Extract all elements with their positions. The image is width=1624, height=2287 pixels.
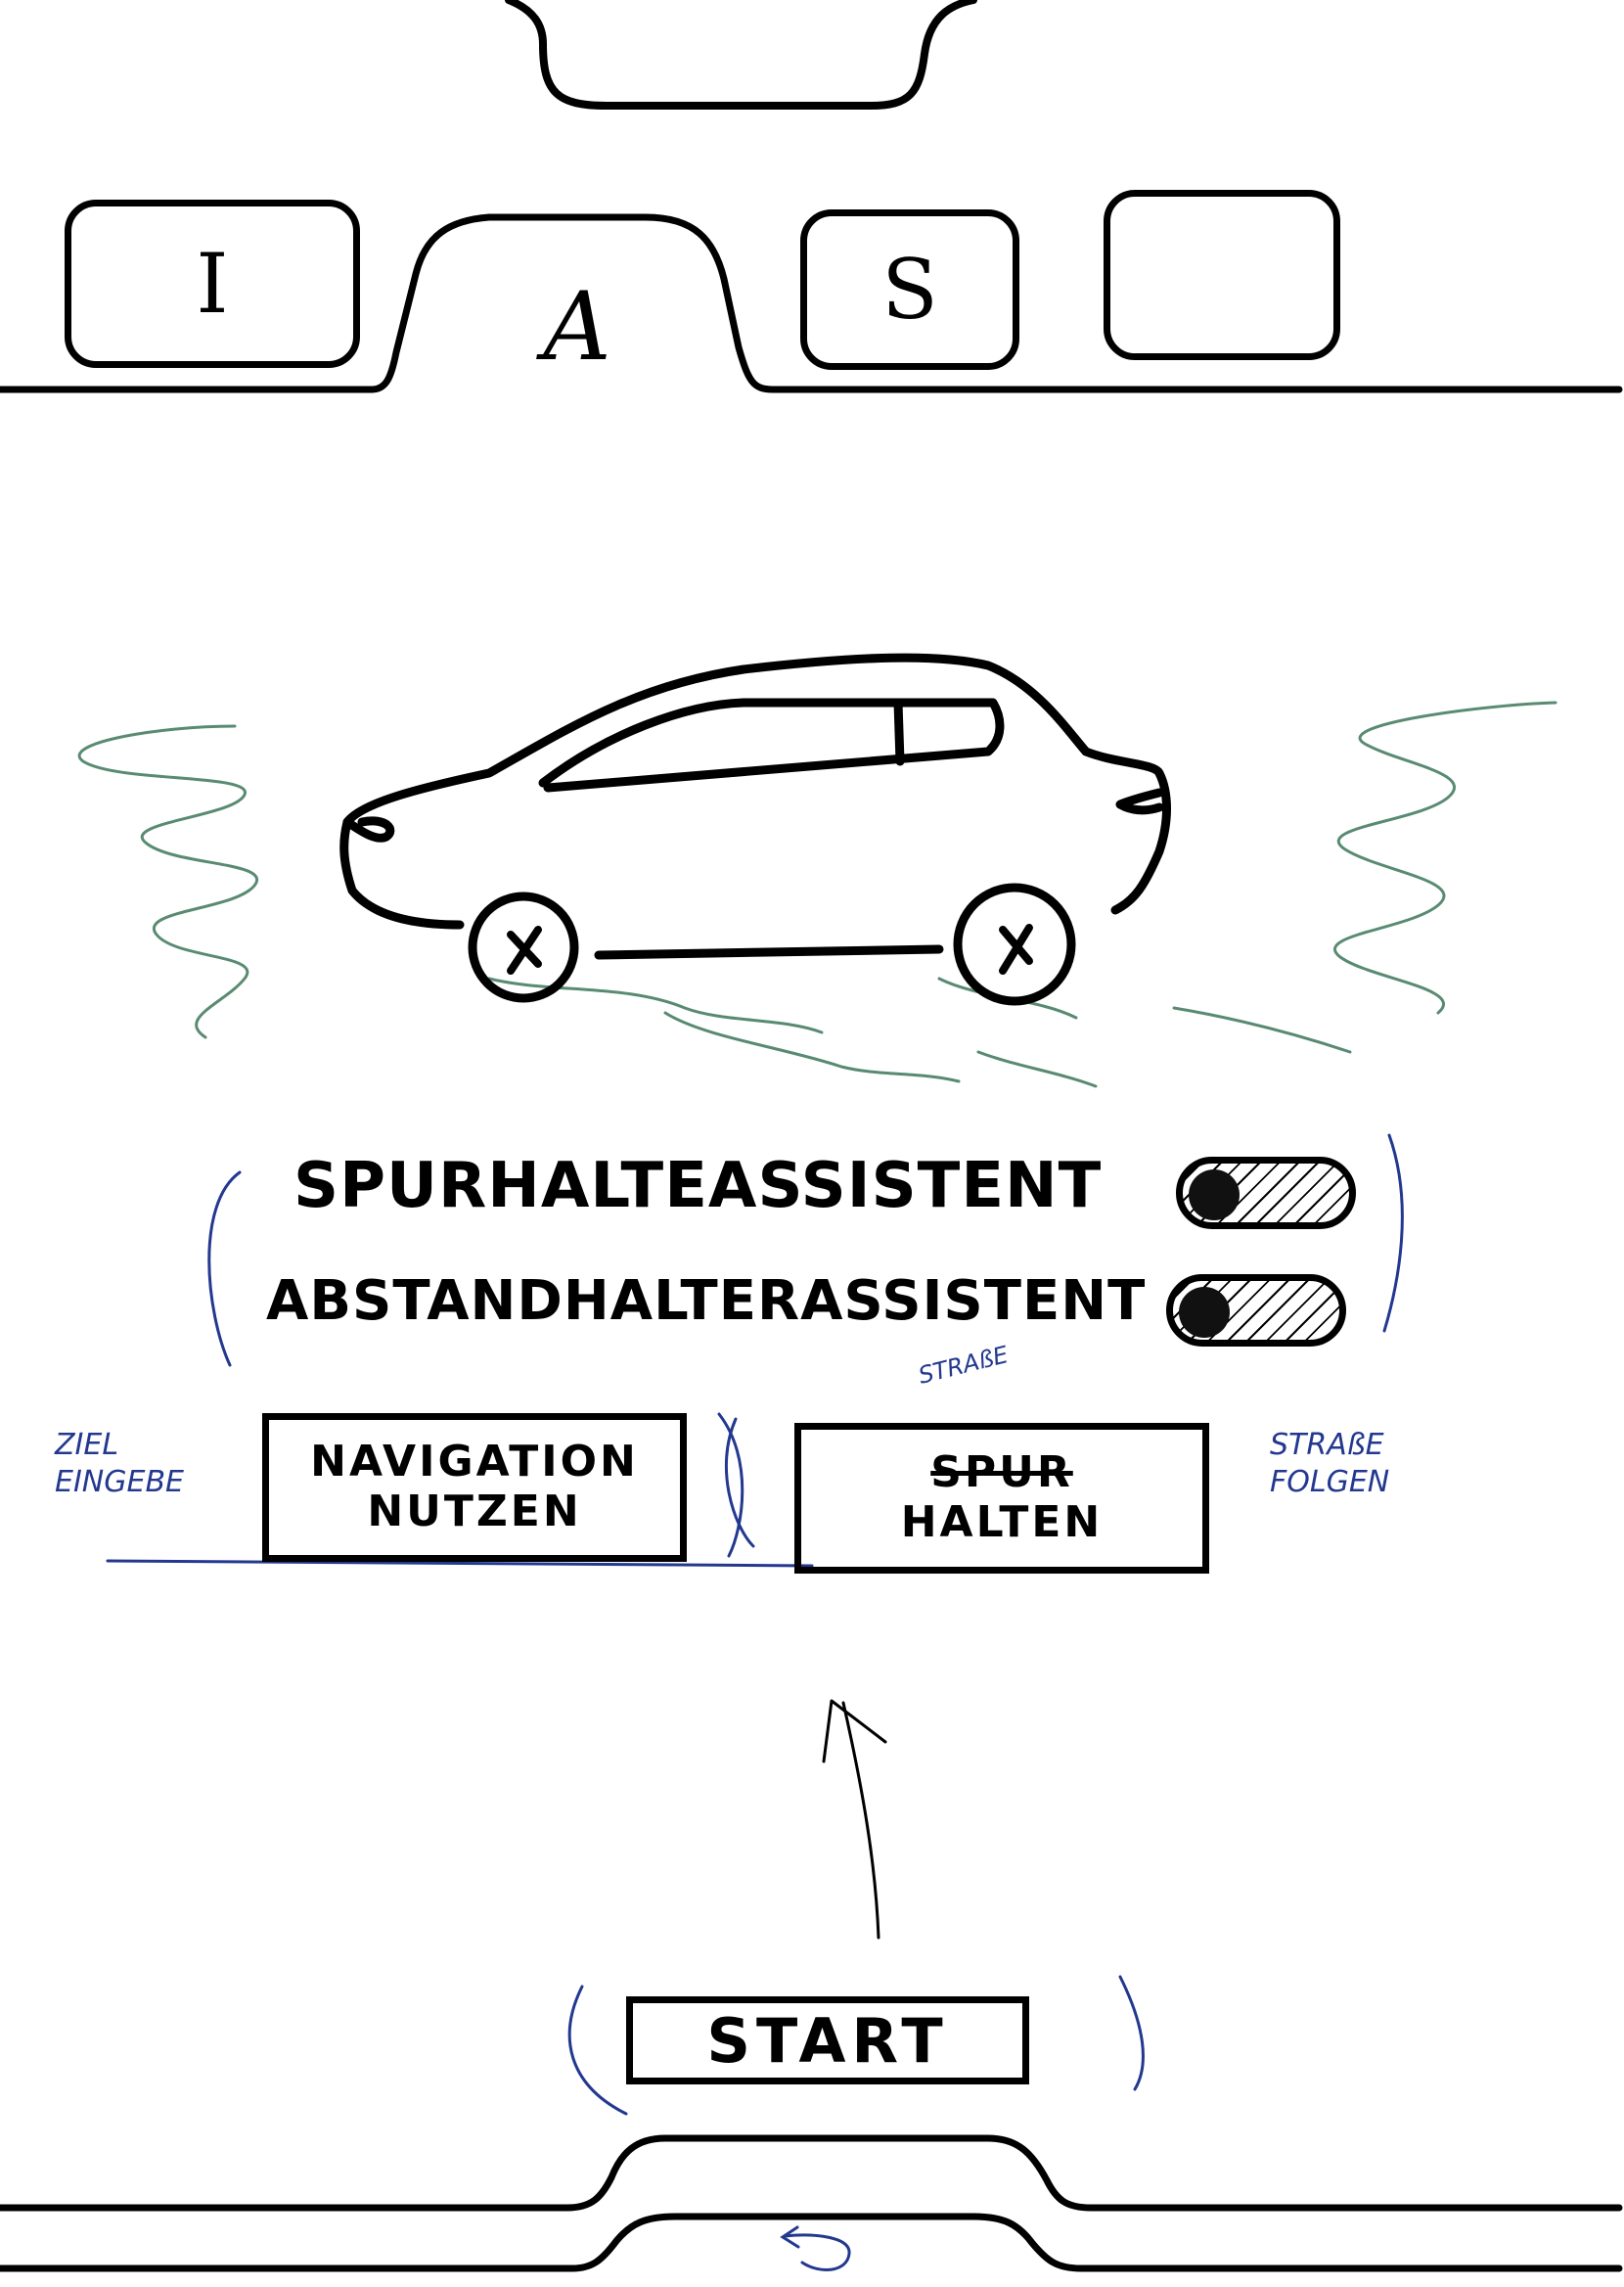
- tab-a-label: A: [543, 272, 611, 382]
- car-icon: [339, 653, 1171, 1006]
- start-button[interactable]: START: [626, 1996, 1029, 2084]
- tab-i-label: I: [196, 236, 229, 332]
- toggle-knob: [1189, 1169, 1240, 1220]
- setting-label-distance-assist: ABSTANDHALTERASSISTENT: [266, 1269, 1147, 1333]
- note-line: FOLGEN: [1270, 1464, 1390, 1499]
- navigation-button-line2: NUTZEN: [367, 1487, 582, 1536]
- tab-blank[interactable]: [1104, 190, 1340, 360]
- toggle-knob: [1179, 1287, 1230, 1338]
- lane-button-struck-word: SPUR: [930, 1447, 1073, 1498]
- note-line: ZIEL: [55, 1428, 119, 1462]
- start-button-label: START: [706, 2004, 949, 2077]
- note-destination-input: ZIEL EINGEBE: [55, 1427, 184, 1500]
- tab-a[interactable]: A: [430, 225, 724, 382]
- navigation-button-line1: NAVIGATION: [310, 1437, 639, 1487]
- navigation-button[interactable]: NAVIGATION NUTZEN: [262, 1413, 687, 1562]
- tab-s[interactable]: S: [800, 209, 1019, 370]
- lane-button-line2: HALTEN: [900, 1497, 1104, 1547]
- note-line: EINGEBE: [55, 1464, 184, 1499]
- note-line: STRAßE: [1270, 1428, 1384, 1462]
- toggle-distance-assist[interactable]: [1166, 1274, 1346, 1347]
- tab-s-label: S: [881, 242, 938, 338]
- setting-label-lane-assist: SPURHALTEASSISTENT: [293, 1150, 1103, 1222]
- lane-keep-button[interactable]: SPUR HALTEN: [794, 1423, 1209, 1574]
- toggle-lane-assist[interactable]: [1176, 1157, 1356, 1229]
- tab-i[interactable]: I: [65, 200, 360, 368]
- note-follow-road: STRAßE FOLGEN: [1270, 1427, 1389, 1500]
